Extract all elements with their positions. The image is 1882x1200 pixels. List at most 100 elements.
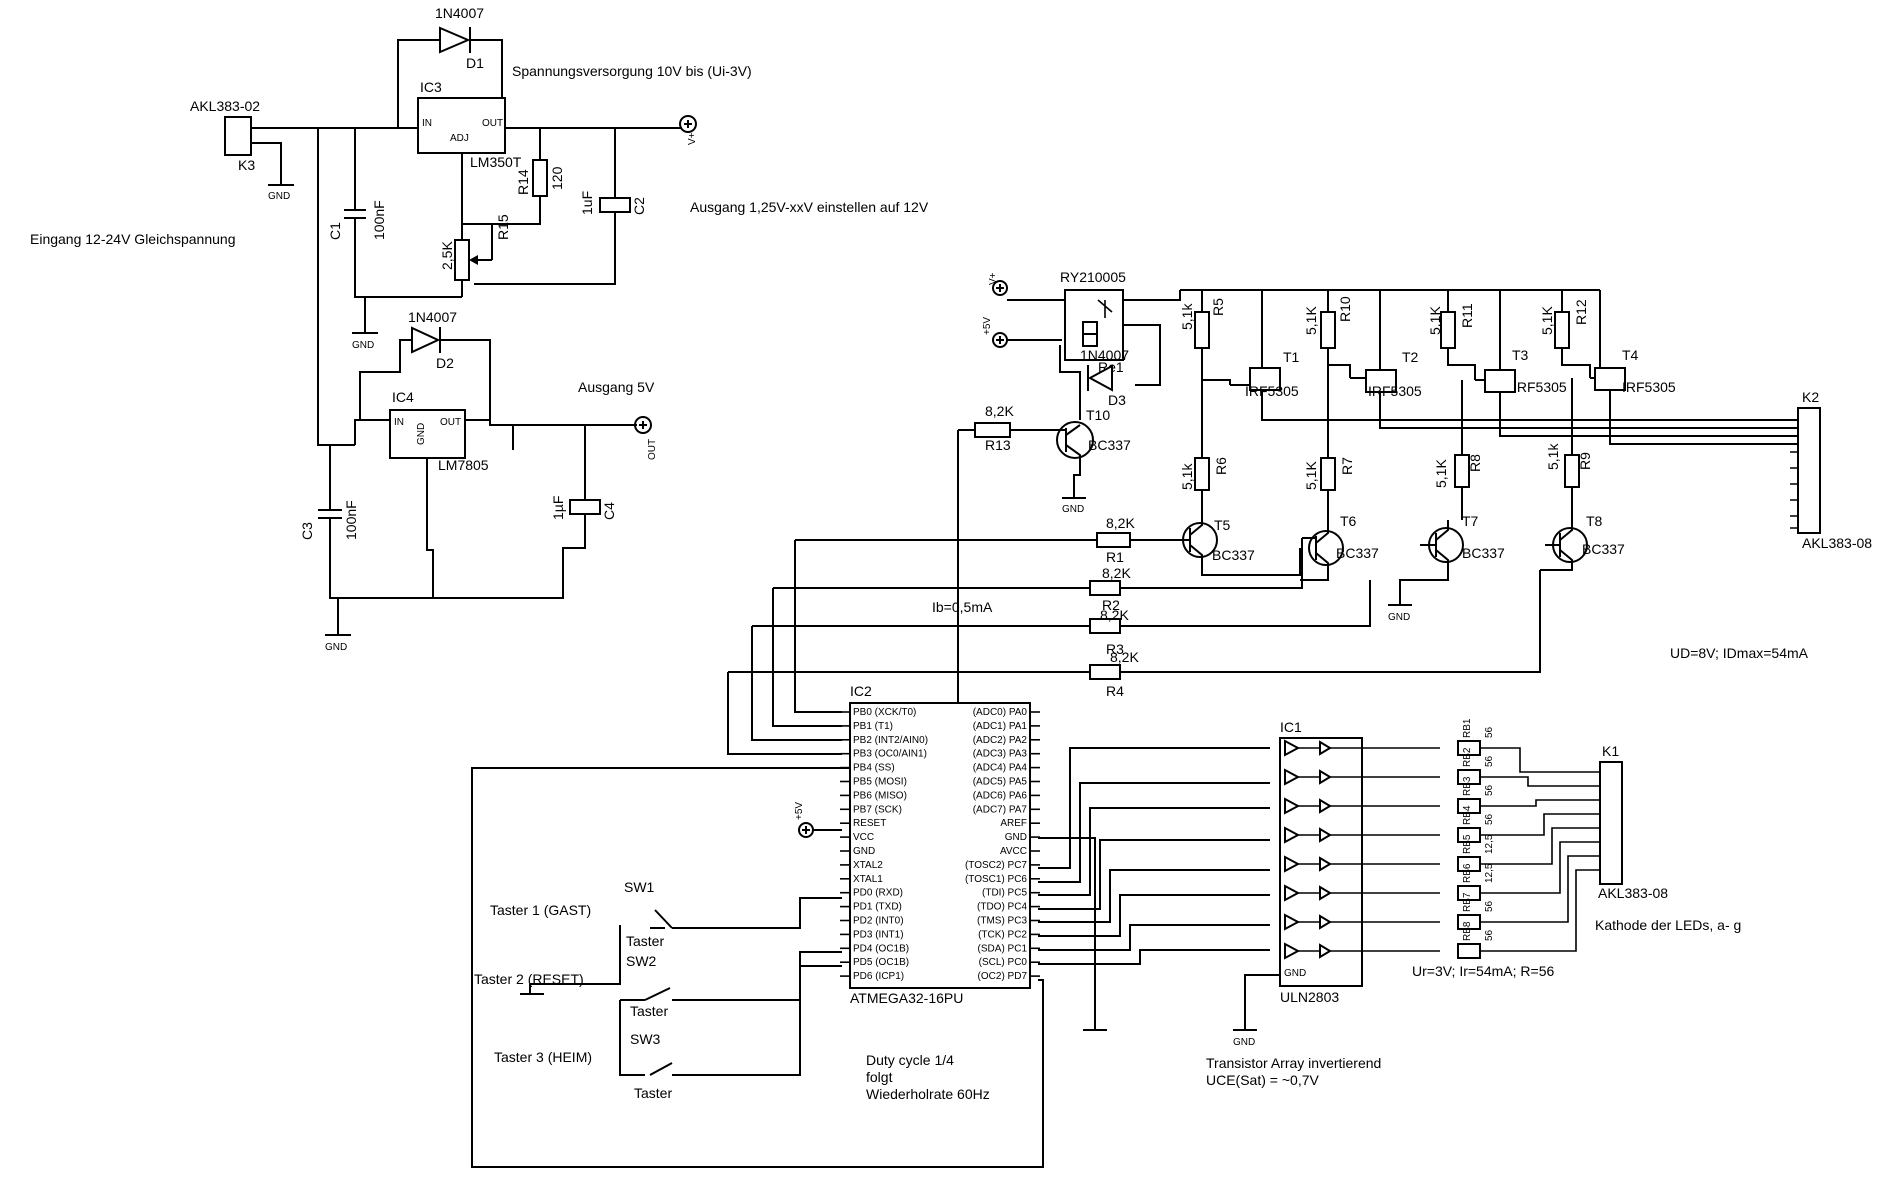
ta1-note: Transistor Array invertierend xyxy=(1206,1055,1381,1071)
sw3-label: SW3 xyxy=(630,1031,661,1047)
r12-resistor xyxy=(1554,311,1570,349)
ic4-in-pin: IN xyxy=(394,417,404,428)
ic3-part-label: LM350T xyxy=(470,154,522,170)
t4-part-label: IRF5305 xyxy=(1622,379,1676,395)
uln-diode xyxy=(1319,798,1332,814)
mcu-left-pin-label: PD2 (INT0) xyxy=(853,916,904,927)
sw1-taster: Taster xyxy=(626,933,664,949)
uln-diode xyxy=(1319,885,1332,901)
mcu-right-pin-label: (ADC6) PA6 xyxy=(973,790,1028,801)
t2-part-label: IRF5305 xyxy=(1368,383,1422,399)
uln-diode xyxy=(1319,856,1332,872)
t3-label: T3 xyxy=(1512,347,1529,363)
ic2-part-label: ATMEGA32-16PU xyxy=(850,990,963,1006)
r11-value: 5,1K xyxy=(1427,306,1443,335)
mcu-left-pin-label: PD0 (RXD) xyxy=(853,888,903,899)
uln-buffer xyxy=(1284,739,1301,757)
r14-resistor xyxy=(532,159,548,197)
rb-resistor xyxy=(1457,943,1481,959)
ic1-part-label: ULN2803 xyxy=(1280,989,1339,1005)
ic2-microcontroller xyxy=(849,702,1031,989)
mcu-left-pin-label: XTAL1 xyxy=(853,874,883,885)
supply-note: Spannungsversorgung 10V bis (Ui-3V) xyxy=(512,63,752,79)
mcu-left-pin-label: PD3 (INT1) xyxy=(853,929,904,940)
r1-value: 8,2K xyxy=(1106,515,1135,531)
ic3-in-pin: IN xyxy=(422,118,432,129)
gnd-label: GND xyxy=(352,340,374,351)
mcu-left-pin-label: PB0 (XCK/T0) xyxy=(853,707,916,718)
led-cathode-wire xyxy=(1480,776,1600,787)
r13-value: 8,2K xyxy=(985,403,1014,419)
t10-label: T10 xyxy=(1086,407,1110,423)
k2-part-label: AKL383-08 xyxy=(1802,535,1872,551)
uln-channels xyxy=(1284,739,1440,960)
rb-value: 56 xyxy=(1484,929,1495,941)
t6-label: T6 xyxy=(1340,513,1357,529)
ic3-out-pin: OUT xyxy=(482,118,503,129)
mcu-left-pin-label: VCC xyxy=(853,832,874,843)
mcu-right-pin-label: (ADC5) PA5 xyxy=(973,777,1028,788)
uln-gnd-label: GND xyxy=(1233,1037,1255,1048)
r13-resistor xyxy=(974,422,1011,438)
uln-diode xyxy=(1319,827,1332,843)
mcu-right-pin-label: (TOSC2) PC7 xyxy=(965,860,1027,871)
c2-capacitor xyxy=(599,197,631,213)
out5v-note: Ausgang 5V xyxy=(578,379,655,395)
led-cathode-wire xyxy=(1480,869,1600,952)
vplus-terminal xyxy=(992,280,1008,296)
d3-part-label: 1N4007 xyxy=(1080,347,1129,363)
sw3-taster: Taster xyxy=(634,1085,672,1101)
led-cathode-wire xyxy=(1480,747,1600,773)
mcu-left-pin-label: RESET xyxy=(853,818,886,829)
mcu-right-pin-label: AVCC xyxy=(1000,846,1027,857)
t5-part-label: BC337 xyxy=(1212,547,1255,563)
r14-value: 120 xyxy=(549,166,565,190)
r9-label: R9 xyxy=(1577,452,1593,470)
d2-part-label: 1N4007 xyxy=(408,309,457,325)
ur-note: Ur=3V; Ir=54mA; R=56 xyxy=(1412,963,1554,979)
t3-part-label: IRF5305 xyxy=(1513,379,1567,395)
gnd-symbol xyxy=(520,984,544,995)
r1-resistor xyxy=(1096,532,1131,548)
mcu-left-pin-label: PB5 (MOSI) xyxy=(853,777,907,788)
ib-note: Ib=0,5mA xyxy=(932,599,993,615)
input-note: Eingang 12-24V Gleichspannung xyxy=(30,231,236,247)
gnd-label: GND xyxy=(1388,612,1410,623)
rb-value: 12,5 xyxy=(1484,834,1495,854)
ic1-gnd-pin: GND xyxy=(1284,968,1306,979)
mcu-left-pin-label: PB3 (OC0/AIN1) xyxy=(853,749,927,760)
t4-mosfet xyxy=(1594,367,1626,391)
uln-buffer xyxy=(1284,826,1301,844)
rb-value: 56 xyxy=(1484,900,1495,912)
rb-label: RB8 xyxy=(1462,921,1473,941)
d1-diode xyxy=(439,26,471,54)
d3-label: D3 xyxy=(1108,392,1126,408)
r10-label: R10 xyxy=(1337,296,1353,322)
mcu-left-pin-label: PB2 (INT2/AIN0) xyxy=(853,735,928,746)
r3-label: R3 xyxy=(1106,641,1124,657)
r2-label: R2 xyxy=(1102,597,1120,613)
d3-diode xyxy=(1087,364,1113,392)
mcu-left-pin-label: PD5 (OC1B) xyxy=(853,957,909,968)
r7-value: 5,1K xyxy=(1303,461,1319,490)
r14-label: R14 xyxy=(515,169,531,195)
rb-value: 56 xyxy=(1484,784,1495,796)
mcu-right-pin-label: (ADC0) PA0 xyxy=(973,707,1028,718)
ic1-label: IC1 xyxy=(1280,719,1302,735)
r4-resistor xyxy=(1089,664,1121,680)
mcu-right-pin-label: (TDI) PC5 xyxy=(982,888,1027,899)
r13-label: R13 xyxy=(985,437,1011,453)
c4-value: 1µF xyxy=(550,496,566,520)
r5-value: 5,1k xyxy=(1179,303,1195,330)
mcu-left-pin-label: PD1 (TXD) xyxy=(853,902,902,913)
t8-part-label: BC337 xyxy=(1582,541,1625,557)
t1-part-label: IRF5305 xyxy=(1245,383,1299,399)
c4-capacitor xyxy=(569,499,601,515)
mcu-right-pin-label: (OC2) PD7 xyxy=(978,971,1028,982)
rb-label: RB4 xyxy=(1462,805,1473,825)
r8-label: R8 xyxy=(1467,454,1483,472)
r10-value: 5,1K xyxy=(1303,306,1319,335)
r5-label: R5 xyxy=(1210,298,1226,316)
